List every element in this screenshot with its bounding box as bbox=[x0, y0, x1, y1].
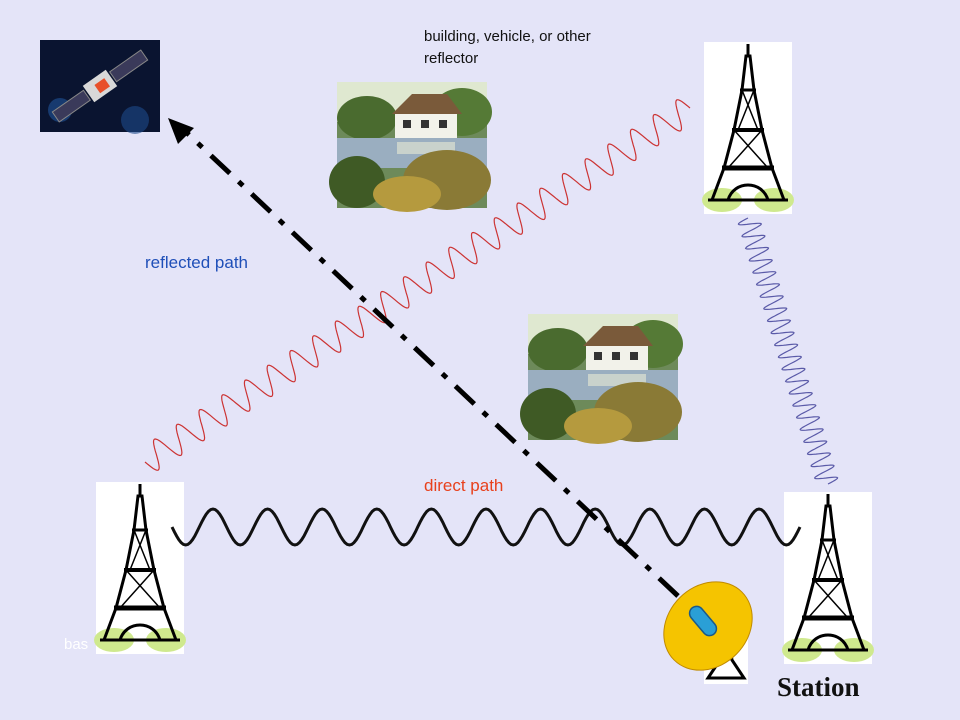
direct-path-label: direct path bbox=[424, 476, 504, 495]
satellite-dish-icon bbox=[663, 581, 753, 671]
satellite-link-line bbox=[184, 130, 680, 598]
satellite-icon bbox=[40, 40, 160, 134]
direct-path-wave bbox=[170, 507, 802, 547]
reflected-path-label: reflected path bbox=[145, 253, 249, 272]
arrow-icon bbox=[168, 118, 194, 144]
eiffel-tower-icon bbox=[702, 42, 794, 214]
eiffel-tower-icon bbox=[94, 482, 186, 654]
eiffel-tower-icon bbox=[782, 492, 874, 664]
reflector-label: building, vehicle, or other reflector bbox=[424, 28, 591, 67]
tower-link-wave bbox=[737, 217, 839, 485]
house-pond-icon bbox=[329, 82, 492, 212]
base-label: bas bbox=[64, 636, 89, 653]
reflected-path-wave bbox=[144, 99, 691, 471]
house-pond-icon bbox=[520, 314, 683, 444]
station-label: Station bbox=[777, 672, 860, 702]
